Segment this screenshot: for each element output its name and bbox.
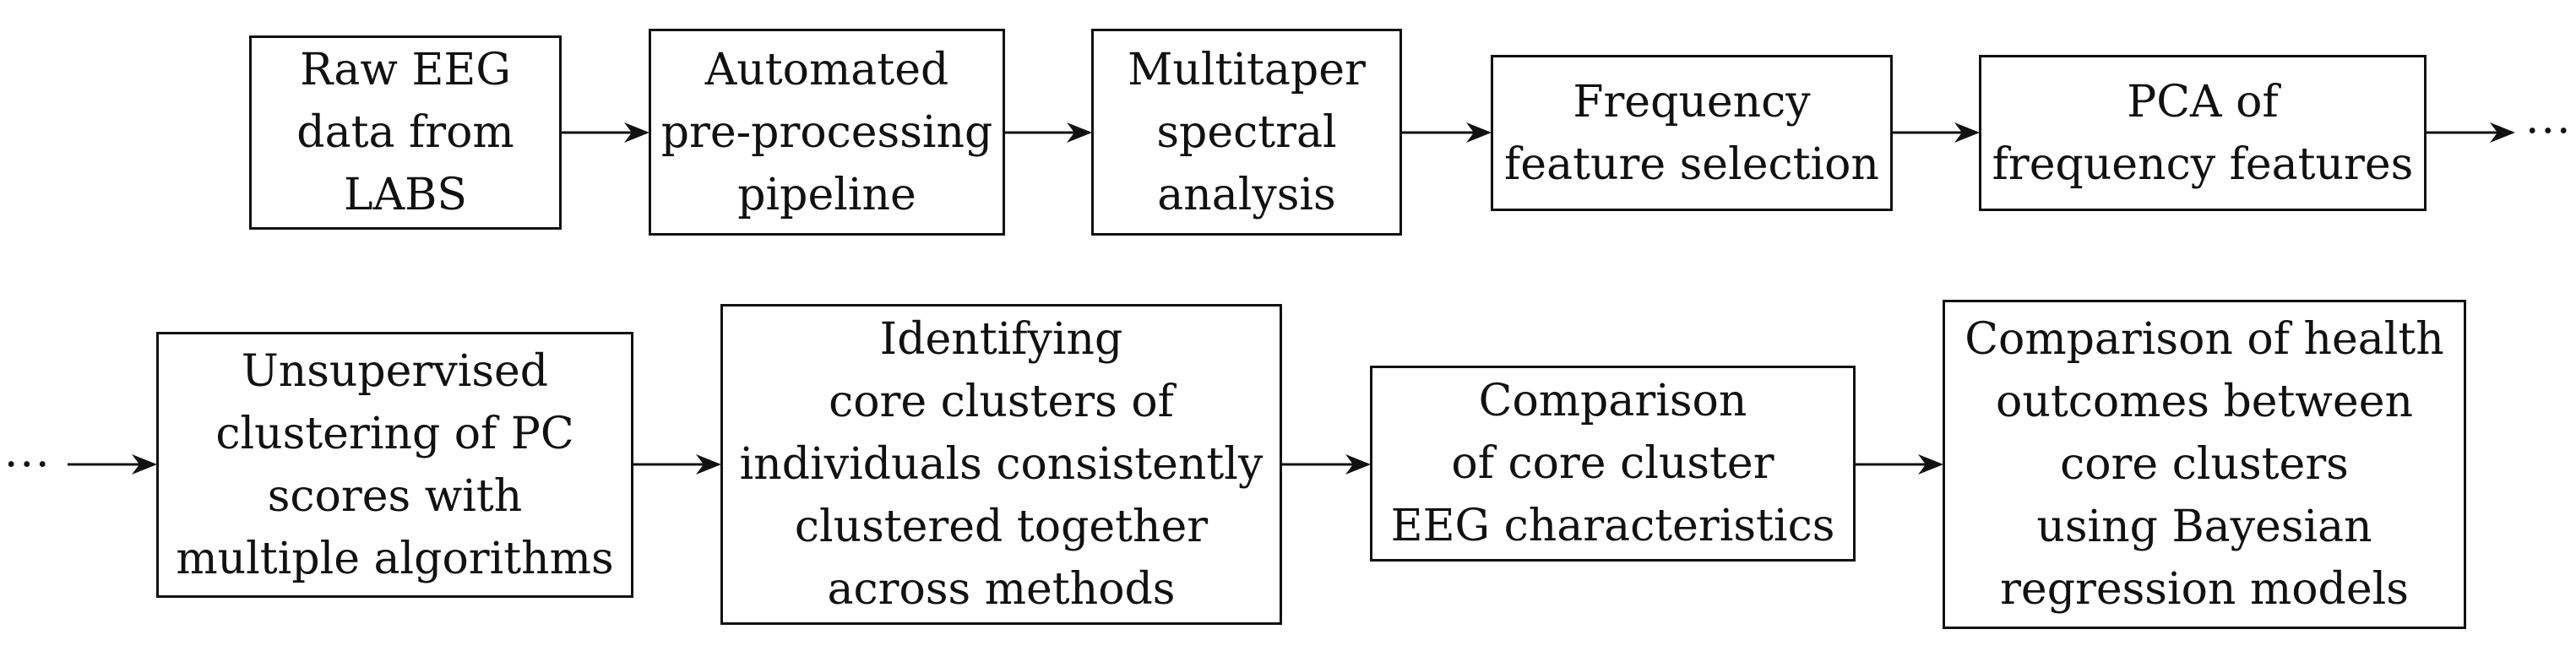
step-text-line: Comparison of health (1965, 314, 2444, 365)
step-health-outcomes-box: Comparison of health outcomes between co… (1943, 300, 2466, 629)
step-text-line: analysis (1157, 169, 1336, 220)
step-text-line: scores with (267, 470, 523, 522)
step-pca-box: PCA of frequency features (1979, 55, 2427, 211)
step-text-line: EEG characteristics (1390, 501, 1835, 551)
step-clustering-box: Unsupervised clustering of PC scores wit… (156, 332, 633, 598)
step-text-line: data from (296, 107, 514, 158)
continuation-marker-end: ··· (2525, 106, 2573, 157)
step-raw-eeg-box: Raw EEG data from LABS (249, 35, 562, 230)
step-text-line: pre-processing (660, 106, 993, 158)
step-feature-selection-box: Frequency feature selection (1491, 55, 1893, 211)
step-text-line: pipeline (737, 169, 916, 220)
step-text-line: PCA of (2127, 76, 2279, 128)
step-text-line: clustered together (794, 502, 1209, 552)
step-text-line: Frequency (1573, 76, 1811, 128)
step-text-line: LABS (344, 170, 467, 220)
step-text-line: Automated (704, 44, 949, 95)
step-text-line: feature selection (1504, 138, 1879, 190)
step-text-line: core clusters of (829, 377, 1174, 427)
step-text-line: outcomes between (1996, 377, 2413, 427)
step-core-clusters-box: Identifying core clusters of individuals… (720, 304, 1282, 625)
step-eeg-comparison-box: Comparison of core cluster EEG character… (1370, 366, 1856, 562)
step-text-line: Unsupervised (241, 345, 549, 397)
step-text-line: frequency features (1992, 138, 2414, 190)
step-text-line: Multitaper (1128, 44, 1366, 95)
step-text-line: clustering of PC (215, 408, 574, 459)
step-text-line: Identifying (879, 314, 1123, 365)
step-preprocessing-box: Automated pre-processing pipeline (649, 29, 1005, 236)
step-text-line: individuals consistently (739, 439, 1264, 490)
step-text-line: using Bayesian (2036, 502, 2372, 552)
step-text-line: spectral (1156, 106, 1337, 158)
step-text-line: of core cluster (1451, 438, 1774, 489)
step-text-line: Raw EEG (300, 45, 511, 95)
step-multitaper-box: Multitaper spectral analysis (1091, 29, 1402, 236)
step-text-line: core clusters (2060, 439, 2349, 490)
continuation-marker-start: ··· (4, 440, 52, 491)
step-text-line: multiple algorithms (176, 533, 614, 584)
step-text-line: across methods (827, 564, 1176, 615)
step-text-line: regression models (2000, 564, 2409, 615)
step-text-line: Comparison (1478, 376, 1747, 426)
